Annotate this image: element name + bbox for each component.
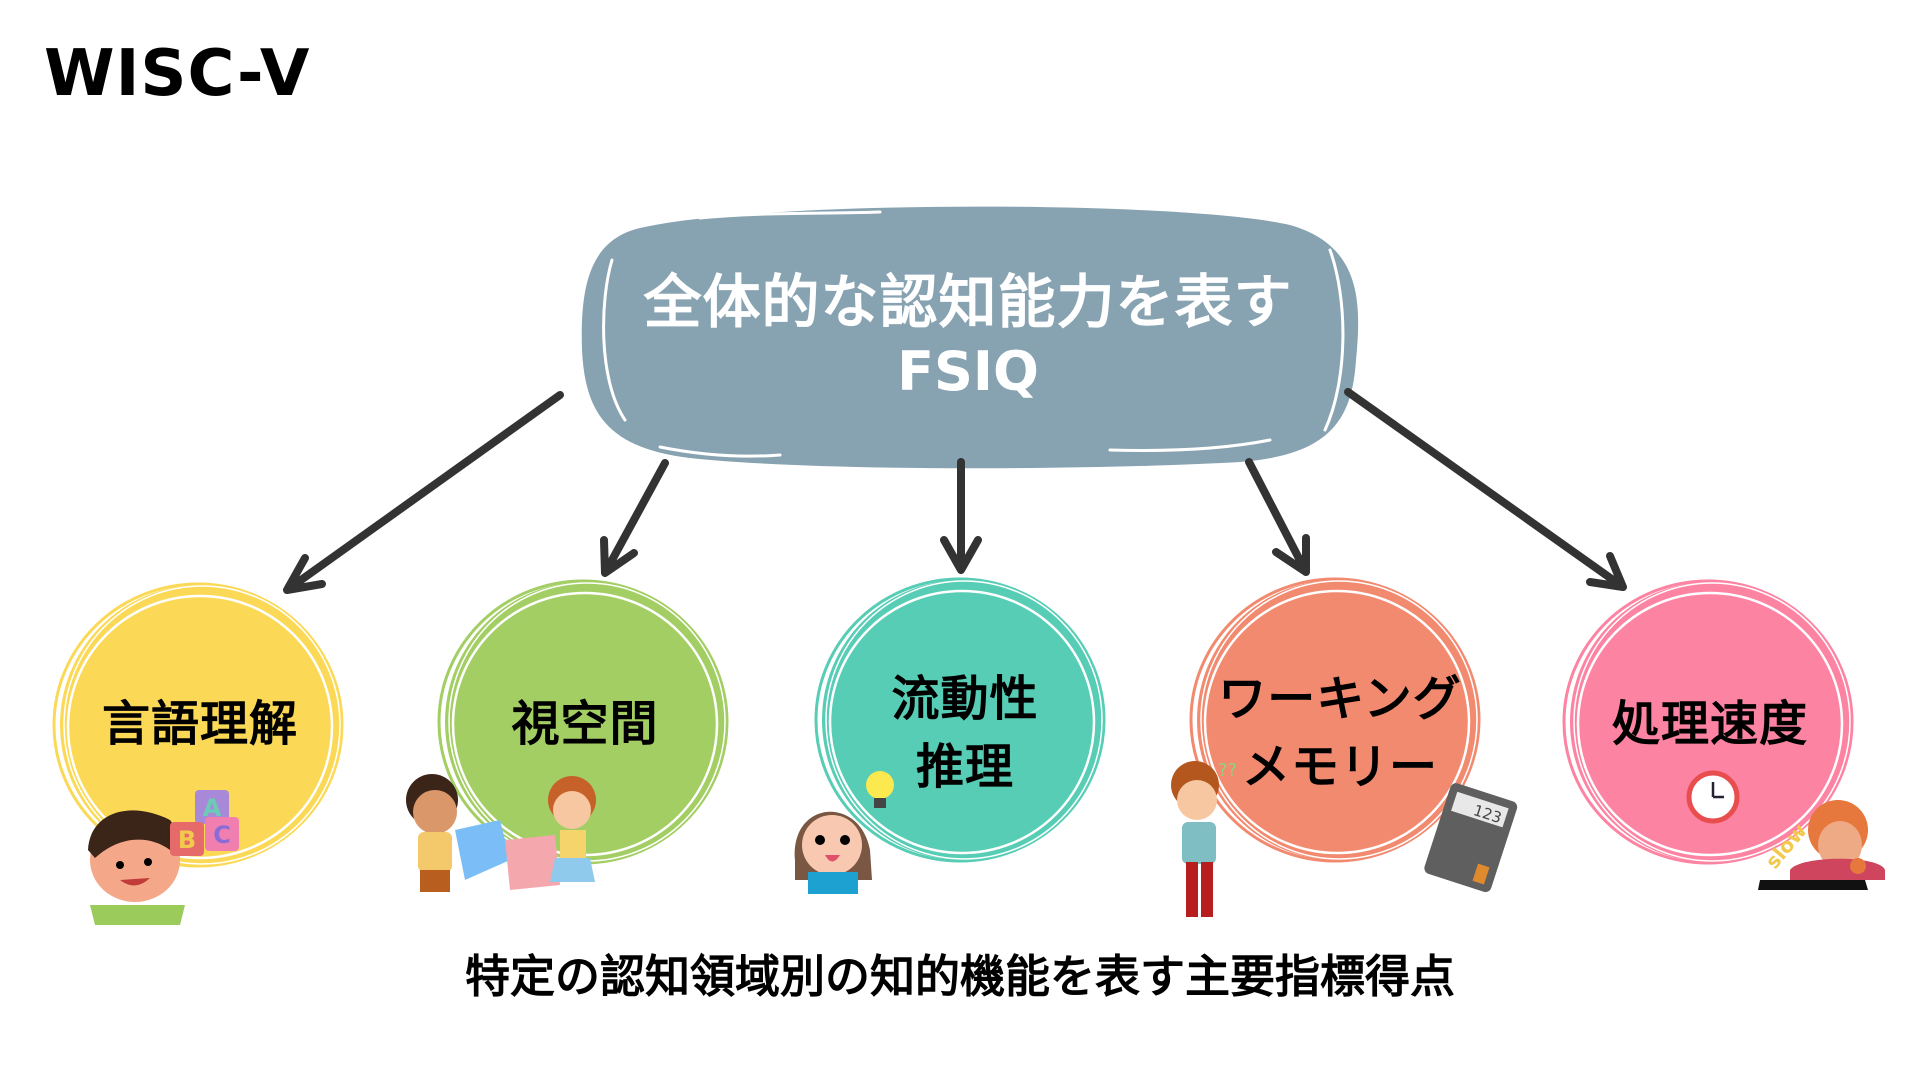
fsiq-blob-scribble (602, 210, 1345, 458)
arrow-to-wmi (1245, 458, 1310, 576)
index-circle-fill (1197, 580, 1477, 860)
question-marks: ?? (1218, 760, 1237, 781)
index-circle-vsi (437, 579, 729, 865)
label-line: 推理 (915, 739, 1014, 795)
arrow-to-vsi (600, 459, 669, 577)
page-title: WISC-V (44, 37, 311, 111)
index-circle-scribble (1573, 582, 1851, 862)
index-circle-scribble (1576, 591, 1844, 857)
footer-caption: 特定の認知領域別の知的機能を表す主要指標得点 (464, 950, 1455, 1003)
block-a-label: A (203, 794, 222, 822)
index-circle-fill (1570, 582, 1850, 862)
index-label-verbal-comprehension: 言語理解 (50, 690, 350, 758)
index-label-working-memory: ワーキング メモリー (1190, 665, 1490, 801)
index-circle-wmi (1189, 577, 1481, 863)
label-line: 流動性 (891, 671, 1039, 727)
index-circle-fill (60, 585, 340, 865)
fsiq-node (581, 206, 1359, 469)
index-circle-scribble (52, 582, 344, 868)
arrow-to-psi (1344, 388, 1627, 591)
index-circle-fill (445, 582, 725, 862)
fsiq-label: FSIQ (897, 340, 1039, 403)
block-c-label: C (213, 821, 231, 849)
label-line: メモリー (1241, 739, 1438, 795)
block-b-label: B (178, 826, 196, 854)
illustration-boy-calculator: ?? 123 (1171, 760, 1518, 917)
index-circle-scribble (825, 580, 1103, 860)
index-circle-scribble (814, 577, 1106, 863)
fsiq-description: 全体的な認知能力を表す (643, 268, 1293, 336)
index-circle-scribble (66, 594, 334, 860)
index-circles (52, 577, 1854, 868)
index-circle-psi (1562, 579, 1854, 865)
index-label-fluid-reasoning: 流動性 推理 (815, 665, 1115, 801)
index-circle-scribble (828, 589, 1096, 855)
index-label-processing-speed: 処理速度 (1560, 690, 1860, 758)
fsiq-blob-shape (581, 206, 1359, 469)
arrows-group (283, 388, 1627, 594)
illustration-boy-clock-snail: slow (1686, 770, 1885, 890)
illustration-children-puzzle (406, 774, 596, 892)
arrow-to-fri (940, 458, 982, 574)
label-line: 言語理解 (101, 696, 298, 752)
index-circle-scribble (1200, 580, 1478, 860)
illustration-girl-lightbulb (794, 771, 894, 894)
index-label-visual-spatial: 視空間 (435, 690, 735, 758)
label-line: 処理速度 (1611, 696, 1808, 752)
illustration-boy-abc-blocks: A B C (88, 790, 239, 925)
label-line: ワーキング (1218, 671, 1462, 727)
index-circle-scribble (1189, 577, 1481, 863)
index-circle-scribble (1562, 579, 1854, 865)
index-circle-scribble (1203, 589, 1471, 855)
index-circle-scribble (63, 585, 341, 865)
label-line: 視空間 (511, 696, 659, 752)
index-circle-vci (52, 582, 344, 868)
arrow-to-vci (283, 391, 564, 594)
